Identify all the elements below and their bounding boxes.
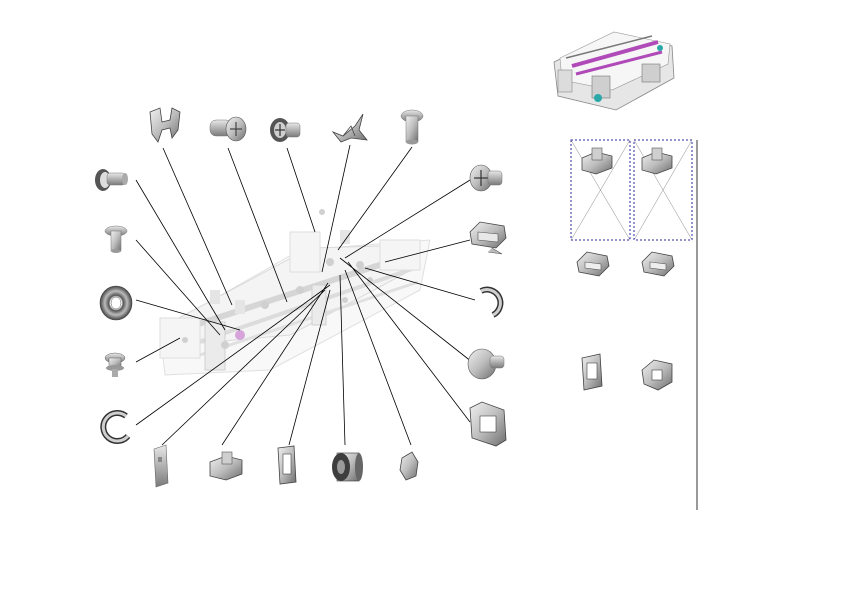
mushroom-pin-icon	[467, 348, 505, 380]
variant-panel	[570, 139, 698, 510]
bracket-clip-icon	[469, 401, 507, 447]
spring-clip-icon	[149, 107, 181, 143]
frame-clip-icon	[277, 445, 297, 485]
flat-clip-icon	[576, 251, 610, 277]
long-pin-icon	[400, 109, 424, 145]
overview-thumbnail	[553, 31, 675, 111]
variant-box-right	[633, 139, 693, 241]
c-ring-icon	[479, 286, 504, 318]
e-ring-icon	[100, 409, 131, 444]
plate-spring-icon	[153, 444, 169, 488]
torsion-spring-icon	[331, 113, 368, 143]
lever-tab-icon	[399, 451, 419, 481]
leader-lines	[135, 144, 476, 446]
frame-clip-icon	[581, 353, 603, 391]
latch-block-icon	[581, 147, 613, 175]
flat-clip-icon	[469, 221, 507, 255]
bushing-icon	[332, 452, 363, 482]
phillips-screw-icon	[209, 116, 247, 142]
pin-screw-icon	[95, 169, 128, 191]
hinge-clip-icon	[641, 359, 673, 391]
latch-block-icon	[641, 147, 673, 175]
flat-clip-icon	[641, 251, 675, 277]
shoulder-screw-icon	[270, 118, 301, 142]
washer-icon	[99, 285, 133, 321]
latch-block-icon	[209, 451, 243, 481]
variant-box-left	[570, 139, 631, 241]
phillips-screw-icon	[469, 164, 503, 192]
flange-screw-icon	[104, 352, 126, 377]
short-pin-icon	[104, 225, 128, 253]
